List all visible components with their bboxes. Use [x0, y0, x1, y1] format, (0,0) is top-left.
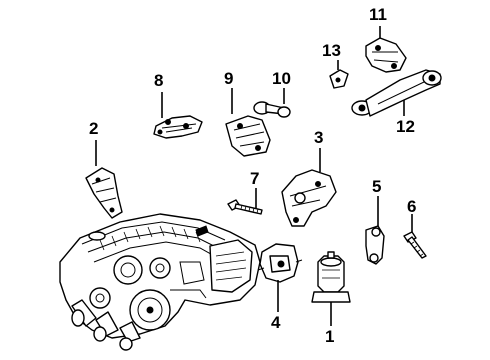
part-11-upper-bracket — [365, 37, 407, 73]
callout-numbers: 2 8 9 10 11 13 12 3 7 5 6 4 1 — [89, 5, 416, 346]
part-8-mount-bracket — [153, 115, 203, 139]
callout-1: 1 — [325, 327, 334, 346]
callout-9: 9 — [224, 69, 233, 88]
callout-4: 4 — [271, 313, 281, 332]
callout-8: 8 — [154, 71, 163, 90]
part-7-bolt — [227, 199, 263, 215]
part-10-link-rod — [253, 101, 291, 118]
leader-lines — [95, 26, 413, 326]
callout-5: 5 — [372, 177, 381, 196]
callout-13: 13 — [322, 41, 341, 60]
part-13-clip — [329, 69, 349, 89]
engine-block — [59, 213, 261, 351]
part-1-hydraulic-mount — [311, 251, 351, 303]
part-4-mount-insulator — [257, 243, 303, 283]
callout-6: 6 — [407, 197, 416, 216]
callout-7: 7 — [250, 169, 259, 188]
callout-2: 2 — [89, 119, 98, 138]
part-6-long-bolt — [403, 231, 427, 259]
part-9-mount-plate — [225, 115, 271, 157]
part-3-mount-bracket — [281, 169, 337, 227]
callout-10: 10 — [272, 69, 291, 88]
callout-3: 3 — [314, 128, 323, 147]
callout-11: 11 — [369, 5, 387, 24]
part-5-strap — [365, 225, 385, 265]
part-2-engine-bracket — [85, 167, 123, 219]
part-12-torque-rod — [351, 69, 442, 117]
callout-12: 12 — [396, 117, 415, 136]
